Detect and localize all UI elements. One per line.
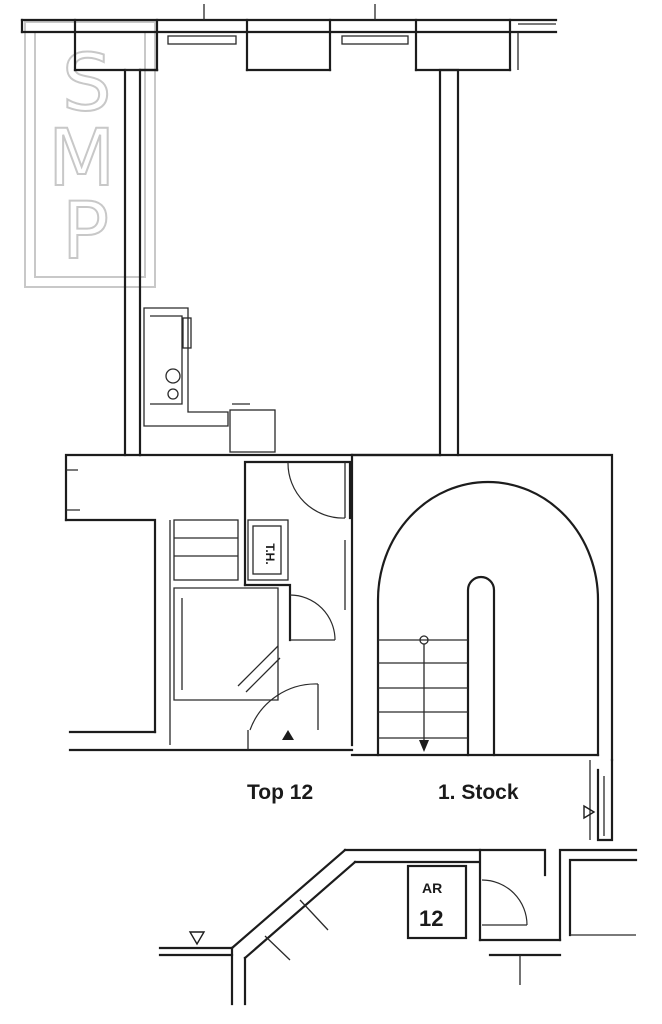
stair-hall [350,453,614,842]
entry-triangle-icon-right [583,804,596,820]
stair-arrow-icon [419,740,429,752]
watermark-letter-p: P [62,187,109,277]
toilet-label: T.H. [263,543,277,564]
storage-box [406,864,468,940]
toilet-room [247,519,289,581]
watermark-letter-s: S [62,39,112,129]
hob-icon [167,388,179,400]
corridor [64,453,354,752]
lower-section: AR 12 [158,753,638,1006]
bathroom-block: T.H. [173,460,352,750]
window-2 [341,35,409,45]
watermark-logo: S M P [24,21,156,288]
main-room [123,68,460,457]
kitchen-unit [143,307,276,453]
unit-label: Top 12 [247,781,313,804]
window-1 [167,35,237,45]
bathtub [173,519,239,581]
floor-label: 1. Stock [438,781,519,804]
unit-entry-arrow-icon [282,730,294,740]
entry-triangle-icon-left [188,931,206,946]
storage-prefix: AR [422,880,442,896]
watermark-frame [24,21,156,288]
watermark-letter-m: M [48,114,115,204]
sink-icon [165,368,181,384]
storage-number: 12 [419,906,443,931]
fridge [229,409,276,453]
